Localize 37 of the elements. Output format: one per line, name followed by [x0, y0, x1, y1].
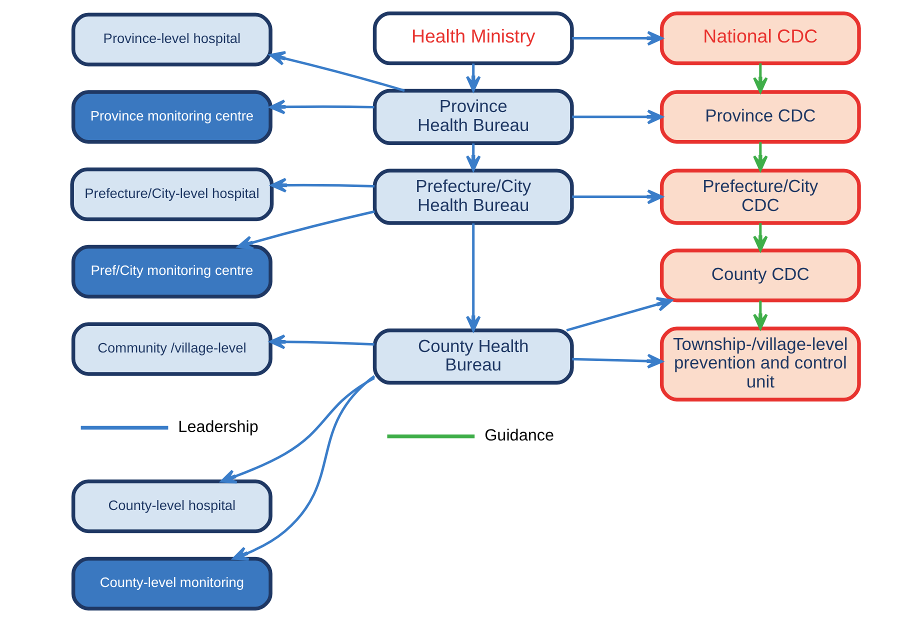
node-box: Health Ministry — [372, 11, 574, 66]
node-box: Pref/City monitoring centre — [71, 244, 272, 299]
arrow — [572, 30, 663, 46]
node-box: Community /village-level — [71, 322, 272, 376]
arrow — [220, 376, 375, 484]
node-box: Province-level hospital — [71, 12, 272, 66]
arrow — [572, 110, 663, 124]
node-box: Prefecture/City-level hospital — [70, 167, 274, 222]
arrow — [752, 300, 768, 330]
arrow — [270, 178, 375, 193]
arrow — [466, 223, 481, 332]
arrow — [752, 142, 768, 172]
node-box: County CDC — [660, 248, 861, 302]
node-box: County-level monitoring — [71, 556, 272, 611]
arrow — [466, 143, 481, 172]
node-box: County-level hospital — [71, 479, 272, 534]
arrow — [269, 100, 374, 114]
arrow — [566, 297, 673, 332]
legend-label: Guidance — [484, 426, 554, 445]
arrow — [752, 223, 768, 252]
arrow — [269, 334, 374, 350]
node-box: County Health Bureau — [372, 328, 574, 385]
arrow — [752, 63, 768, 93]
node-box: Province monitoring centre — [71, 90, 272, 144]
node-box: Province Health Bureau — [372, 88, 574, 145]
legend-label: Leadership — [178, 418, 258, 436]
arrow — [237, 210, 375, 250]
arrow — [572, 354, 663, 369]
arrow — [466, 64, 481, 92]
node-box: Prefecture/City CDC — [660, 168, 861, 225]
node-box: Province CDC — [660, 90, 861, 144]
node-box: Township-/village-level prevention and control unit — [660, 326, 861, 402]
arrow — [232, 375, 376, 561]
arrow — [572, 189, 663, 204]
node-box: National CDC — [660, 11, 861, 66]
node-box: Prefecture/City Health Bureau — [372, 168, 574, 225]
arrow — [269, 50, 405, 92]
